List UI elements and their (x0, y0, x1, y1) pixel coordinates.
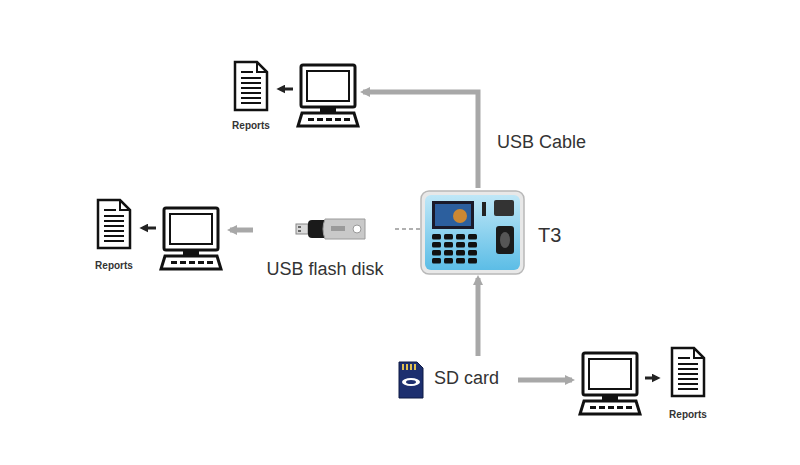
node-label: USB flash disk (266, 259, 383, 280)
usb-flash-disk: USB flash disk (255, 215, 395, 283)
report-document (670, 346, 706, 398)
laptop-computer (159, 206, 223, 271)
connector-arrow (476, 278, 481, 356)
sd-card-icon (397, 360, 425, 400)
sd-card: SD card (396, 358, 516, 400)
connector-arrow (363, 92, 478, 188)
flash-drive (295, 217, 367, 241)
node-label: Reports (95, 260, 133, 272)
report-icon: Reports (88, 196, 140, 274)
connector-arrow (518, 378, 572, 383)
computer (295, 62, 361, 128)
node-label: Reports (232, 120, 270, 132)
computer (158, 205, 224, 271)
connector-arrow (230, 228, 253, 233)
node-label: Reports (669, 409, 707, 421)
computer (577, 350, 643, 416)
laptop-computer (578, 351, 642, 416)
connector-arrow (143, 227, 156, 230)
node-label: T3 (538, 224, 561, 247)
report-icon: Reports (660, 344, 716, 423)
node-label: SD card (434, 368, 499, 389)
report-icon: Reports (225, 58, 277, 132)
laptop-computer (296, 63, 360, 128)
t3-terminal: T3 (420, 190, 565, 276)
connector-arrow (280, 88, 293, 91)
report-document (233, 60, 269, 112)
connection-label: USB Cable (497, 132, 586, 153)
connector-arrow (395, 228, 420, 230)
attendance-terminal (420, 190, 525, 275)
report-document (96, 198, 132, 250)
connector-arrow (645, 377, 657, 380)
